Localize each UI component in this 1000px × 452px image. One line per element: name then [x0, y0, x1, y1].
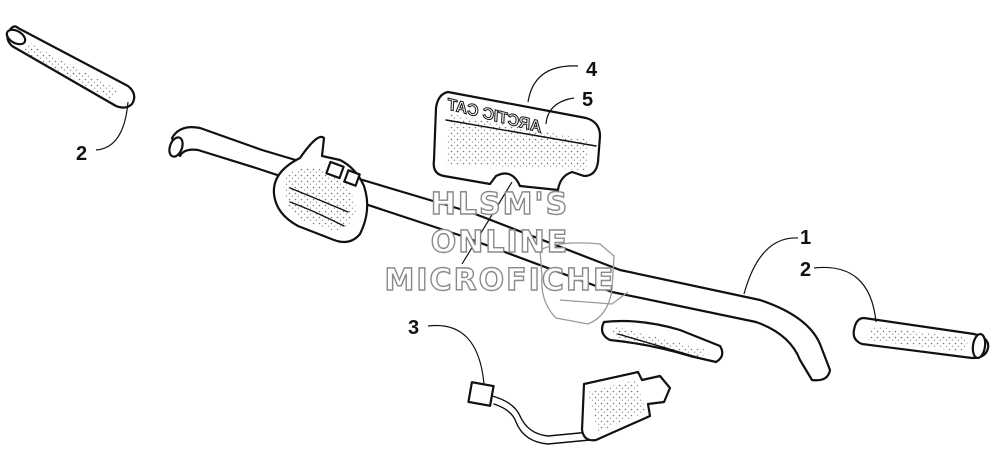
- callout-2-left: 2: [76, 143, 87, 165]
- leader-lines: [95, 65, 877, 385]
- callout-4: 4: [586, 59, 598, 81]
- watermark-line-2: ONLINE: [431, 225, 570, 260]
- left-grip: [5, 25, 136, 109]
- left-switch-housing: [272, 135, 369, 244]
- watermark: HLSM'S ONLINE MICROFICHE: [384, 186, 616, 298]
- brake-lever-assembly: [539, 242, 724, 364]
- handlebar-pad: ARCTIC CAT: [432, 90, 602, 192]
- right-grip: [852, 316, 990, 360]
- callout-1: 1: [800, 227, 811, 249]
- switch-with-wire: [467, 370, 672, 445]
- callout-3: 3: [408, 317, 419, 339]
- callout-numbers: 1 2 2 3 4 5: [76, 59, 811, 339]
- callout-2-right: 2: [800, 259, 811, 281]
- watermark-line-3: MICROFICHE: [385, 263, 616, 298]
- callout-5: 5: [582, 89, 593, 111]
- watermark-line-1: HLSM'S: [431, 187, 569, 222]
